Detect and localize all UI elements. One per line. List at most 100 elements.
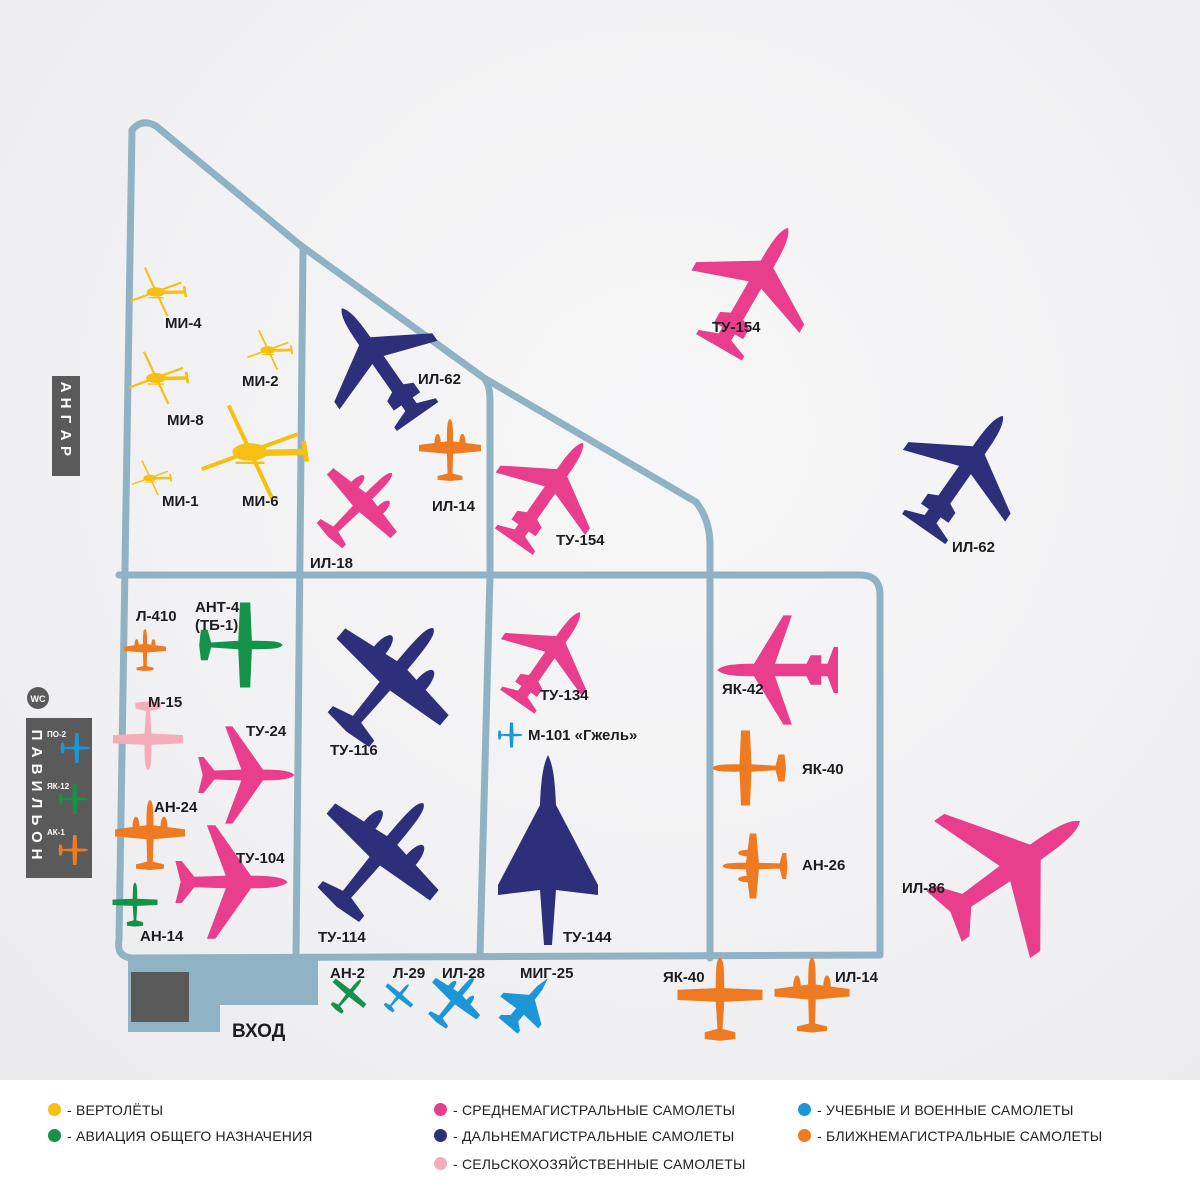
legend-text-long: - ДАЛЬНЕМАГИСТРАЛЬНЫЕ САМОЛЕТЫ bbox=[453, 1128, 735, 1144]
hangar-letters-letter: А bbox=[57, 382, 74, 393]
legend-dot-medium bbox=[434, 1103, 447, 1116]
legend-short: - БЛИЖНЕМАГИСТРАЛЬНЫЕ САМОЛЕТЫ bbox=[798, 1128, 1102, 1144]
label-tb1: (ТБ-1) bbox=[195, 617, 238, 634]
label-tu134: ТУ-134 bbox=[540, 687, 589, 704]
entrance-label: ВХОД bbox=[232, 1021, 286, 1042]
legend-text-agri: - СЕЛЬСКОХОЗЯЙСТВЕННЫЕ САМОЛЕТЫ bbox=[453, 1156, 746, 1172]
hangar-building bbox=[52, 376, 80, 476]
tu104-aircraft-icon[interactable] bbox=[175, 825, 288, 939]
label-mig25: МИГ-25 bbox=[520, 965, 573, 982]
label-tu104: ТУ-104 bbox=[236, 850, 285, 867]
mi4-aircraft-icon[interactable] bbox=[130, 267, 188, 317]
label-ant4: АНТ-4 bbox=[195, 599, 240, 616]
label-tu114: ТУ-114 bbox=[318, 929, 366, 946]
legend-agri: - СЕЛЬСКОХОЗЯЙСТВЕННЫЕ САМОЛЕТЫ bbox=[434, 1156, 746, 1172]
label-yak40-b: ЯК-40 bbox=[663, 969, 705, 986]
pavilion-letters-letter: В bbox=[28, 764, 45, 775]
wc-icon[interactable] bbox=[27, 687, 49, 709]
walkway-paths bbox=[115, 119, 884, 962]
label-mi2: МИ-2 bbox=[242, 373, 279, 390]
label-m15: М-15 bbox=[148, 694, 182, 711]
label-tu116: ТУ-116 bbox=[330, 742, 378, 759]
hangar-letters-letter: Г bbox=[57, 415, 74, 424]
pavilion-letters-letter: А bbox=[28, 747, 45, 758]
tu154b-aircraft-icon[interactable] bbox=[664, 196, 843, 379]
label-tu144: ТУ-144 bbox=[563, 929, 612, 946]
legend-long: - ДАЛЬНЕМАГИСТРАЛЬНЫЕ САМОЛЕТЫ bbox=[434, 1128, 735, 1144]
legend-dot-general bbox=[48, 1129, 61, 1142]
il18-aircraft-icon[interactable] bbox=[296, 441, 424, 569]
legend-dot-helicopters bbox=[48, 1103, 61, 1116]
label-il18: ИЛ-18 bbox=[310, 555, 353, 572]
label-tu154-b: ТУ-154 bbox=[712, 319, 761, 336]
map-background bbox=[0, 0, 1200, 1080]
tu144-aircraft-icon[interactable] bbox=[498, 755, 598, 945]
label-yak42: ЯК-42 bbox=[722, 681, 764, 698]
entrance-building bbox=[131, 972, 189, 1022]
an26-aircraft-icon[interactable] bbox=[722, 833, 788, 899]
legend-dot-agri bbox=[434, 1157, 447, 1170]
legend-helicopters: - ВЕРТОЛЁТЫ bbox=[48, 1102, 163, 1118]
legend-text-short: - БЛИЖНЕМАГИСТРАЛЬНЫЕ САМОЛЕТЫ bbox=[817, 1128, 1103, 1144]
label-il62-b: ИЛ-62 bbox=[952, 539, 995, 556]
il62b-aircraft-icon[interactable] bbox=[872, 380, 1054, 565]
label-tu154-a: ТУ-154 bbox=[556, 532, 605, 549]
yak40a-aircraft-icon[interactable] bbox=[712, 730, 787, 806]
legend-text-medium: - СРЕДНЕМАГИСТРАЛЬНЫЕ САМОЛЕТЫ bbox=[453, 1102, 736, 1118]
label-il14-b: ИЛ-14 bbox=[835, 969, 879, 986]
label-an14: АН-14 bbox=[140, 928, 184, 945]
l410-aircraft-icon[interactable] bbox=[124, 629, 166, 671]
pavilion-letters-letter: Ь bbox=[28, 815, 45, 826]
legend-text-military: - УЧЕБНЫЕ И ВОЕННЫЕ САМОЛЕТЫ bbox=[817, 1102, 1074, 1118]
label-mi4: МИ-4 bbox=[165, 315, 202, 332]
pavilion-item-po2: ПО-2 bbox=[47, 730, 67, 739]
mi2-aircraft-icon[interactable] bbox=[247, 329, 294, 371]
label-il28: ИЛ-28 bbox=[442, 965, 485, 982]
pavilion-letters-letter: Л bbox=[28, 798, 45, 809]
mi1-aircraft-icon[interactable] bbox=[131, 460, 173, 496]
legend-dot-military bbox=[798, 1103, 811, 1116]
tu114-aircraft-icon[interactable] bbox=[284, 759, 476, 951]
pavilion-letters-letter: О bbox=[28, 831, 45, 843]
label-m101: М-101 «Гжель» bbox=[528, 727, 637, 744]
label-l29: Л-29 bbox=[393, 965, 425, 982]
mi8-aircraft-icon[interactable] bbox=[128, 351, 190, 405]
label-il62-a: ИЛ-62 bbox=[418, 371, 461, 388]
legend-text-helicopters: - ВЕРТОЛЁТЫ bbox=[67, 1102, 164, 1118]
walkway-network bbox=[115, 119, 884, 962]
legend: - ВЕРТОЛЁТЫ - АВИАЦИЯ ОБЩЕГО НАЗНАЧЕНИЯ … bbox=[0, 1080, 1200, 1200]
pavilion-item-yak12: ЯК-12 bbox=[47, 782, 70, 791]
pavilion-letters-letter: И bbox=[28, 781, 45, 792]
wc-label: WC bbox=[31, 694, 46, 704]
label-l410: Л-410 bbox=[136, 608, 177, 625]
label-mi6: МИ-6 bbox=[242, 493, 279, 510]
hangar-letters-letter: Р bbox=[57, 446, 74, 456]
legend-dot-short bbox=[798, 1129, 811, 1142]
il14a-aircraft-icon[interactable] bbox=[419, 419, 481, 481]
yak42-aircraft-icon[interactable] bbox=[717, 615, 838, 725]
pavilion-letters-letter: П bbox=[28, 730, 45, 741]
label-mi8: МИ-8 bbox=[167, 412, 204, 429]
legend-military: - УЧЕБНЫЕ И ВОЕННЫЕ САМОЛЕТЫ bbox=[798, 1102, 1074, 1118]
legend-dot-long bbox=[434, 1129, 447, 1142]
tu116-aircraft-icon[interactable] bbox=[294, 584, 486, 776]
label-tu24: ТУ-24 bbox=[246, 723, 287, 740]
tu134-aircraft-icon[interactable] bbox=[476, 583, 621, 731]
m101-aircraft-icon[interactable] bbox=[498, 722, 523, 748]
label-yak40-a: ЯК-40 bbox=[802, 761, 844, 778]
legend-text-general: - АВИАЦИЯ ОБЩЕГО НАЗНАЧЕНИЯ bbox=[67, 1128, 313, 1144]
mi6-aircraft-icon[interactable] bbox=[201, 404, 310, 500]
legend-general: - АВИАЦИЯ ОБЩЕГО НАЗНАЧЕНИЯ bbox=[48, 1128, 313, 1144]
pavilion-item-ak1: АК-1 bbox=[47, 828, 65, 837]
tu24-aircraft-icon[interactable] bbox=[198, 726, 295, 824]
hangar-letters-letter: А bbox=[57, 430, 74, 441]
label-il14-a: ИЛ-14 bbox=[432, 498, 476, 515]
hangar-letters-letter: Н bbox=[57, 398, 74, 409]
il86-aircraft-icon[interactable] bbox=[895, 752, 1128, 985]
label-il86: ИЛ-86 bbox=[902, 880, 945, 897]
pavilion-letters-letter: Н bbox=[28, 849, 45, 860]
